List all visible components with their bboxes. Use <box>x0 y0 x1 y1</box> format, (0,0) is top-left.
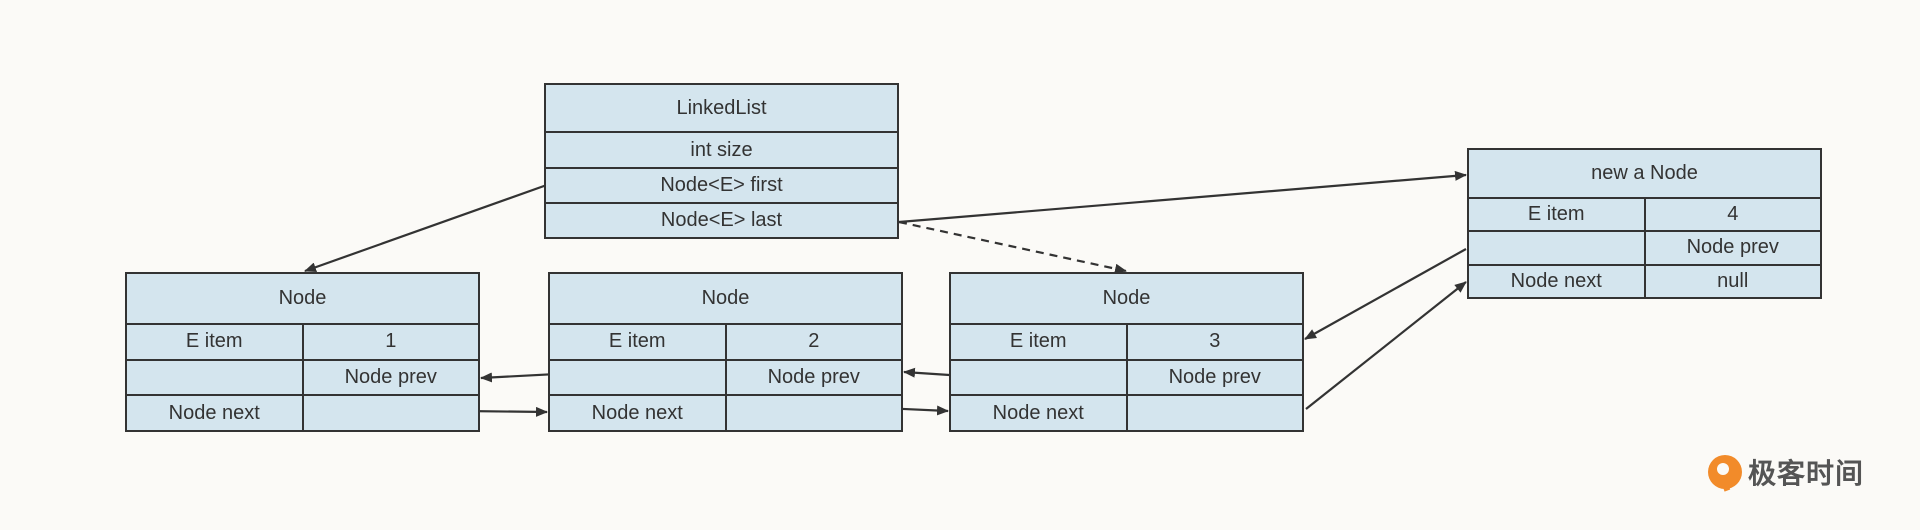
node-3-header: Node <box>951 274 1302 323</box>
linkedlist-size-row: int size <box>546 131 897 166</box>
node-3-next-empty <box>1125 396 1303 430</box>
node-3-prev-label: Node prev <box>1125 360 1303 395</box>
node-1-header: Node <box>127 274 478 323</box>
new-node-header: new a Node <box>1469 150 1820 197</box>
node-3-box: Node E item 3 Node prev Node next <box>949 272 1304 432</box>
geektime-logo-icon <box>1708 455 1742 489</box>
new-node-next-value: null <box>1643 265 1821 297</box>
node-2-next-empty <box>724 396 902 430</box>
node-1-item-value: 1 <box>301 324 479 359</box>
node-1-item-row: E item 1 <box>127 322 479 359</box>
new-node-item-label: E item <box>1527 203 1585 226</box>
new-node-item-row: E item 4 <box>1469 197 1821 231</box>
node-3-next-label: Node next <box>992 401 1084 424</box>
node-3-title: Node <box>1102 286 1151 309</box>
node-2-item-value: 2 <box>724 324 902 359</box>
linkedlist-box: LinkedList int size Node<E> first Node<E… <box>544 83 899 239</box>
node-1-title: Node <box>278 286 327 309</box>
first-field: Node<E> first <box>660 173 783 196</box>
linkedlist-first-row: Node<E> first <box>546 166 897 202</box>
node-1-next-label: Node next <box>168 401 260 424</box>
node-2-item-row: E item 2 <box>550 322 902 359</box>
node-2-next-row: Node next <box>550 394 901 430</box>
node-3-next-row: Node next <box>951 394 1302 430</box>
node-1-next-empty <box>301 396 479 430</box>
logo-text: 极客时间 <box>1748 457 1865 490</box>
new-node-next-row: Node next null <box>1469 263 1821 297</box>
node-2-box: Node E item 2 Node prev Node next <box>548 272 903 432</box>
new-node-prev-arrow <box>1304 248 1467 340</box>
size-field: int size <box>690 138 753 161</box>
node-1-next-row: Node next <box>127 394 478 430</box>
node-2-title: Node <box>701 286 750 309</box>
last-to-node3-dashed-arrow <box>898 220 1127 274</box>
linkedlist-title: LinkedList <box>676 96 767 119</box>
node-1-prev-empty <box>127 361 302 395</box>
new-node-prev-label: Node prev <box>1643 232 1821 264</box>
last-field: Node<E> last <box>660 208 783 231</box>
node-2-prev-label: Node prev <box>724 360 902 395</box>
node-1-prev-label: Node prev <box>301 360 479 395</box>
node-3-item-row: E item 3 <box>951 322 1303 359</box>
new-node-prev-empty <box>1469 232 1644 263</box>
first-pointer-arrow <box>304 179 559 273</box>
new-node-box: new a Node E item 4 Node prev Node next … <box>1467 148 1822 299</box>
node-3-prev-row: Node prev <box>951 358 1303 395</box>
node-1-item-label: E item <box>185 330 243 353</box>
node-1-prev-row: Node prev <box>127 358 479 395</box>
node-1-box: Node E item 1 Node prev Node next <box>125 272 480 432</box>
node-2-header: Node <box>550 274 901 323</box>
node-2-prev-empty <box>550 361 725 395</box>
new-node-next-label: Node next <box>1510 269 1602 292</box>
new-node-prev-row: Node prev <box>1469 230 1821 264</box>
node3-next-arrow <box>1305 281 1467 410</box>
last-to-new-node-arrow <box>898 170 1467 224</box>
node-2-item-label: E item <box>608 330 666 353</box>
linkedlist-last-row: Node<E> last <box>546 201 897 237</box>
new-node-item-value: 4 <box>1643 199 1821 231</box>
node-3-item-value: 3 <box>1125 324 1303 359</box>
new-node-title: new a Node <box>1591 162 1698 184</box>
geektime-logo: 极客时间 <box>1708 452 1864 492</box>
node-2-prev-row: Node prev <box>550 358 902 395</box>
node-2-next-label: Node next <box>591 401 683 424</box>
node-3-item-label: E item <box>1009 330 1067 353</box>
linkedlist-header: LinkedList <box>546 85 897 131</box>
node-3-prev-empty <box>951 361 1126 395</box>
